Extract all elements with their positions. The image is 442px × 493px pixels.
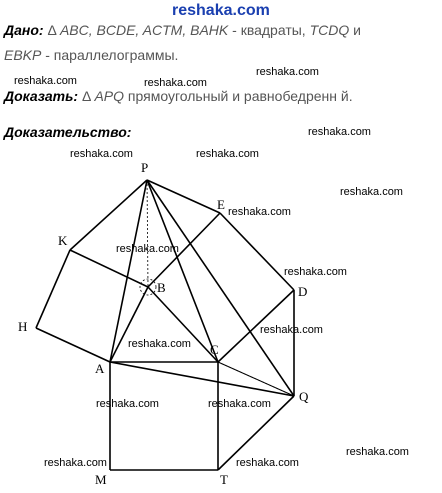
watermark: reshaka.com: [70, 148, 133, 160]
given-names: ABC, BCDE, ACTM, BAHK: [59, 22, 229, 38]
given-names-2: TCDQ: [309, 22, 350, 38]
watermark: reshaka.com: [144, 77, 207, 89]
segment-pe: [146, 179, 221, 214]
segment-bc: [147, 286, 219, 363]
label-c: C: [210, 342, 219, 357]
segment-aq: [109, 361, 295, 397]
proof-line: Доказательство:: [4, 124, 131, 140]
watermark: reshaka.com: [96, 398, 159, 410]
segment-pa: [109, 179, 148, 363]
segment-kb: [69, 249, 149, 288]
prove-names: APQ: [94, 88, 125, 104]
proof-label: Доказательство:: [4, 124, 132, 140]
given-line2-names: EBKP: [4, 47, 42, 63]
label-q: Q: [299, 389, 309, 404]
segment-ed: [219, 212, 295, 291]
segment-pc: [146, 179, 219, 363]
given-label: Дано:: [4, 22, 44, 38]
watermark: reshaka.com: [284, 266, 347, 278]
segment-eb: [147, 212, 221, 288]
segment-pk: [69, 179, 148, 251]
prove-rest: прямоугольный и равнобедренн й.: [124, 88, 353, 104]
segment-pb-dashed: [146, 179, 149, 288]
watermark: reshaka.com: [208, 398, 271, 410]
given-line-1: Дано: Δ ABC, BCDE, ACTM, BAHK - квадраты…: [4, 22, 361, 38]
given-line-2: EBKP - параллелограммы.: [4, 47, 178, 63]
segment-ab: [109, 286, 149, 363]
given-rest-1: - квадраты,: [228, 22, 310, 38]
segment-pq: [146, 179, 295, 397]
angle-marker-b: [139, 278, 157, 296]
prove-line: Доказать: Δ APQ прямоугольный и равнобед…: [4, 88, 353, 104]
prove-label: Доказать:: [4, 88, 79, 104]
watermark: reshaka.com: [340, 186, 403, 198]
given-line2-rest: - параллелограммы.: [41, 47, 179, 63]
given-delta: Δ: [47, 22, 57, 38]
label-k: K: [58, 233, 68, 248]
watermark: reshaka.com: [256, 66, 319, 78]
given-rest-2: и: [349, 22, 361, 38]
watermark: reshaka.com: [196, 148, 259, 160]
label-e: E: [217, 197, 225, 212]
label-b: B: [157, 280, 166, 295]
watermark: reshaka.com: [260, 324, 323, 336]
watermark: reshaka.com: [14, 75, 77, 87]
label-m: M: [95, 472, 107, 487]
label-h: H: [18, 319, 27, 334]
prove-delta: Δ: [81, 88, 91, 104]
label-a: A: [95, 361, 105, 376]
watermark: reshaka.com: [308, 126, 371, 138]
watermark: reshaka.com: [128, 338, 191, 350]
watermark: reshaka.com: [236, 457, 299, 469]
segment-tq: [217, 395, 295, 471]
watermark: reshaka.com: [228, 206, 291, 218]
watermark: reshaka.com: [116, 243, 179, 255]
label-p: P: [141, 160, 148, 175]
segment-kh: [35, 249, 71, 329]
segment-cq-dotted: [217, 361, 295, 397]
label-t: T: [220, 472, 228, 487]
segment-ha: [35, 327, 111, 363]
site-title[interactable]: reshaka.com: [172, 2, 270, 19]
watermark: reshaka.com: [346, 446, 409, 458]
watermark: reshaka.com: [44, 457, 107, 469]
segment-dc: [217, 289, 295, 363]
label-d: D: [298, 284, 307, 299]
